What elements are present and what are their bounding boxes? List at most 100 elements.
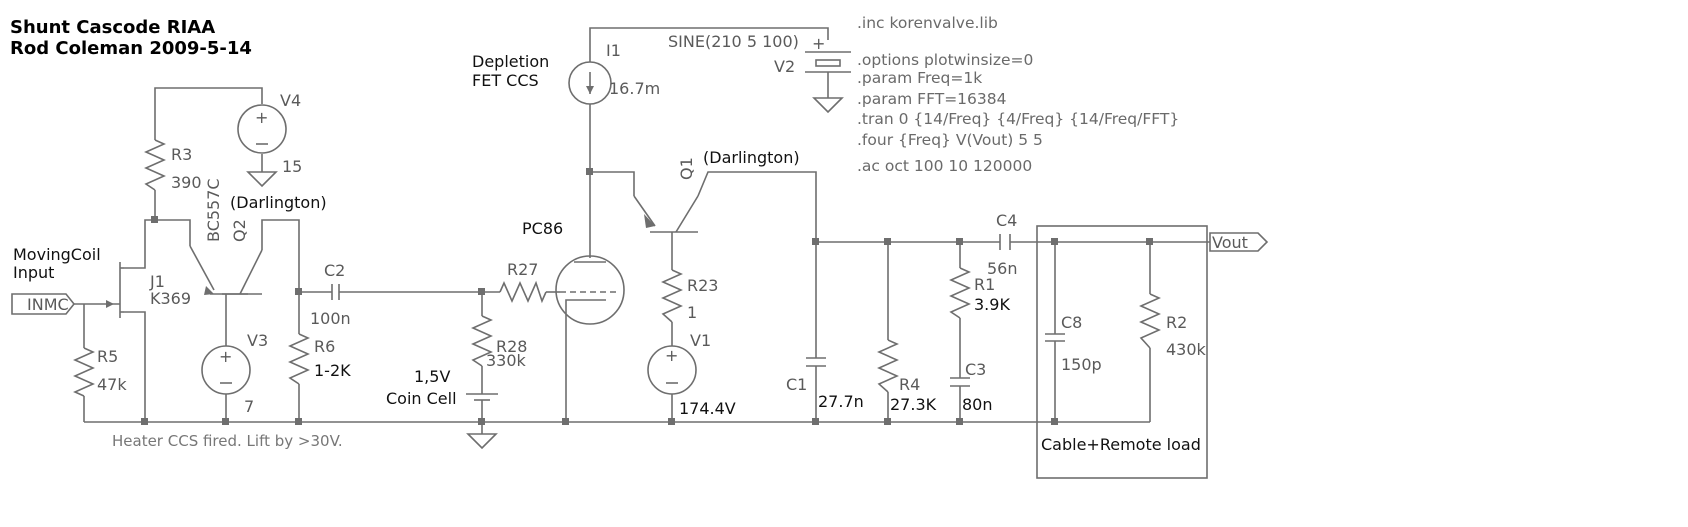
cable-remote-load-box: [1036, 225, 1208, 479]
c1-name: C1: [786, 375, 807, 394]
c8-name: C8: [1061, 313, 1082, 332]
r3-name: R3: [171, 145, 192, 164]
directive-tran: .tran 0 {14/Freq} {4/Freq} {14/Freq/FFT}: [857, 110, 1179, 128]
q2-name: Q2: [230, 219, 249, 242]
c1-capacitor: [806, 357, 826, 367]
r1-value: 3.9K: [974, 295, 1010, 314]
c2-name: C2: [324, 261, 345, 280]
vout-port-label: Vout: [1212, 233, 1248, 252]
c3-value: 80n: [962, 395, 993, 414]
pc86-name: PC86: [522, 219, 563, 238]
r23-resistor: [661, 269, 683, 323]
ground-icon: [246, 171, 278, 188]
r3-value: 390: [171, 173, 202, 192]
plus-icon: +: [812, 34, 825, 53]
c3-capacitor: [950, 377, 970, 387]
r23-name: R23: [687, 276, 718, 295]
r28-name: R28: [496, 337, 527, 356]
emitter-arrow-icon: [204, 286, 214, 295]
r5-value: 47k: [97, 375, 127, 394]
v4-value: 15: [282, 157, 302, 176]
c1-value: 27.7n: [818, 392, 864, 411]
directive-four: .four {Freq} V(Vout) 5 5: [857, 131, 1043, 149]
plus-icon: +: [255, 108, 268, 127]
r3-resistor: [144, 139, 166, 191]
c2-value: 100n: [310, 309, 351, 328]
v1-value: 174.4V: [679, 399, 736, 418]
v1-name: V1: [690, 331, 711, 350]
j1-jfet: [119, 262, 124, 318]
r4-value: 27.3K: [890, 395, 937, 414]
q1-transistor: [644, 214, 655, 228]
c4-value: 56n: [987, 259, 1018, 278]
c4-capacitor: [999, 234, 1011, 250]
v1-voltage-source: +: [647, 345, 697, 395]
c8-capacitor: [1045, 333, 1065, 342]
arrow-down-icon: [586, 86, 594, 94]
r6-name: R6: [314, 337, 335, 356]
r6-value: 1-2K: [314, 361, 351, 380]
wires: [74, 27, 1210, 434]
q2-model: BC557C: [204, 178, 223, 242]
v4-voltage-source: +: [237, 104, 287, 154]
directive-ac: .ac oct 100 10 120000: [857, 157, 1032, 175]
r27-resistor: [499, 280, 547, 304]
j1-model: K369: [150, 289, 191, 308]
r4-name: R4: [899, 375, 920, 394]
r27-name: R27: [507, 260, 538, 279]
q2-note: (Darlington): [230, 193, 327, 212]
c2-capacitor: [331, 284, 340, 300]
r2-value: 430k: [1166, 340, 1207, 359]
ground-icon: [812, 97, 844, 114]
v4-name: V4: [280, 91, 301, 110]
directive-param-fft: .param FFT=16384: [857, 90, 1006, 108]
q1-name: Q1: [677, 157, 696, 180]
plus-icon: +: [665, 346, 678, 365]
i1-current-source: [568, 61, 612, 105]
r4-resistor: [877, 339, 899, 393]
input-label-line1: MovingCoil: [13, 245, 101, 264]
q2-transistor: [204, 286, 248, 295]
pc86-tube: [555, 255, 625, 325]
r23-value: 1: [687, 303, 697, 322]
r28-resistor: [471, 315, 493, 367]
r2-name: R2: [1166, 313, 1187, 332]
junction-dots: [141, 168, 1153, 425]
i1-note-line2: FET CCS: [472, 71, 539, 90]
heater-note: Heater CCS fired. Lift by >30V.: [112, 432, 343, 450]
i1-name: I1: [606, 41, 621, 60]
j1-name: J1: [149, 272, 165, 291]
gate-arrow-icon: [106, 300, 114, 308]
r6-resistor: [288, 333, 310, 385]
v3-name: V3: [247, 331, 268, 350]
plus-icon: +: [219, 347, 232, 366]
schematic-title: Shunt Cascode RIAA: [10, 17, 215, 38]
c4-name: C4: [996, 211, 1017, 230]
directive-options: .options plotwinsize=0: [857, 51, 1033, 69]
cable-remote-load-label: Cable+Remote load: [1041, 435, 1201, 454]
directive-param-freq: .param Freq=1k: [857, 69, 982, 87]
coin-cell-battery: [466, 393, 498, 401]
r2-resistor: [1139, 293, 1161, 349]
v2-value: SINE(210 5 100): [668, 32, 799, 51]
v3-value: 7: [244, 397, 254, 416]
inmc-port-flag: [11, 293, 76, 315]
r5-resistor: [73, 347, 95, 397]
ground-icon: [466, 433, 498, 450]
r5-name: R5: [97, 347, 118, 366]
r1-name: R1: [974, 275, 995, 294]
c3-name: C3: [965, 360, 986, 379]
schematic-author-date: Rod Coleman 2009-5-14: [10, 38, 252, 59]
c8-value: 150p: [1061, 355, 1102, 374]
q1-note: (Darlington): [703, 148, 800, 167]
inmc-port-label: INMC: [27, 295, 69, 314]
r1-resistor: [949, 267, 971, 319]
i1-value: 16.7m: [609, 79, 660, 98]
coin-cell-label-line1: 1,5V: [414, 367, 450, 386]
v2-battery-source: +: [805, 34, 851, 114]
directive-inc: .inc korenvalve.lib: [857, 14, 998, 32]
spice-directives: .inc korenvalve.lib .options plotwinsize…: [857, 14, 1179, 175]
coin-cell-label-line2: Coin Cell: [386, 389, 457, 408]
v2-name: V2: [774, 57, 795, 76]
